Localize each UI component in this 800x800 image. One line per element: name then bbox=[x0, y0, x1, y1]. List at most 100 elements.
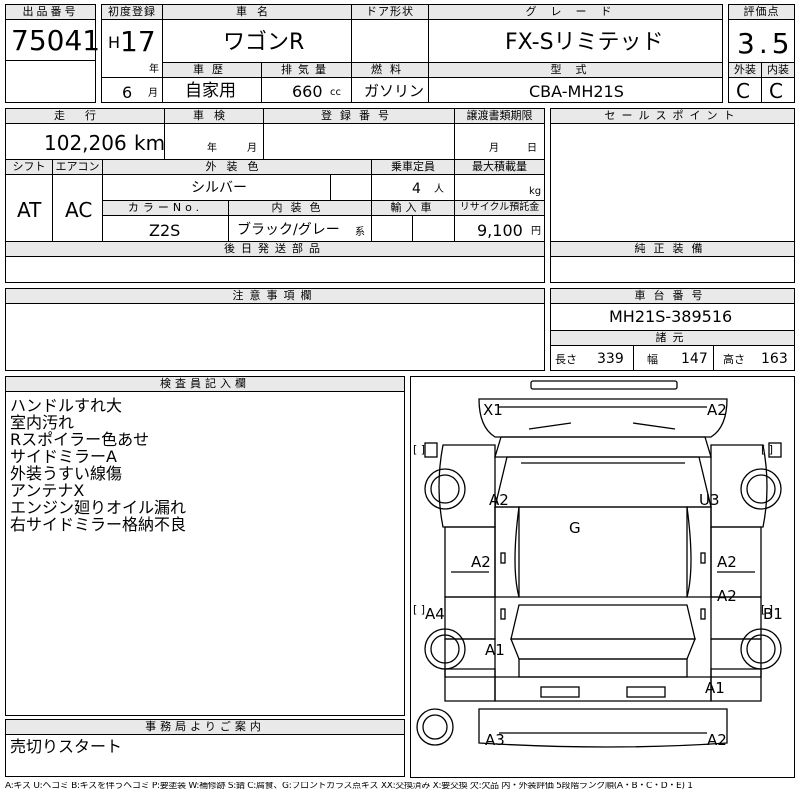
door-cell: ドア形状 bbox=[351, 4, 429, 63]
mark-right-quarter: B1 bbox=[763, 605, 783, 623]
load-unit: kg bbox=[529, 186, 542, 197]
interior-value: C bbox=[769, 79, 783, 103]
displacement-cell: 排気量 660 cc bbox=[261, 62, 352, 103]
capacity-label: 乗車定員 bbox=[372, 160, 454, 175]
width-label: 幅 bbox=[647, 353, 658, 366]
bracket-right: [ ] bbox=[761, 443, 773, 456]
first-reg-year: 17 bbox=[120, 25, 156, 58]
score-cell: 評価点 3.5 bbox=[728, 4, 795, 63]
length-label: 長さ bbox=[555, 353, 577, 366]
model-value: CBA-MH21S bbox=[529, 82, 624, 101]
ext-color-cell: 外装色 シルバー bbox=[102, 159, 372, 201]
mark-rear-right: A2 bbox=[707, 731, 727, 749]
specs-label: 諸元 bbox=[551, 331, 794, 346]
shift-label: シフト bbox=[6, 160, 52, 175]
lot-number-value: 75041 bbox=[11, 24, 101, 57]
int-color-suffix: 系 bbox=[355, 227, 365, 238]
int-color-label: 内装色 bbox=[229, 201, 371, 216]
exterior-cell: 外装 C bbox=[728, 62, 762, 103]
grade-cell: グレード FX-Sリミテッド bbox=[428, 4, 723, 63]
color-no-cell: カラーNo. Z2S bbox=[102, 200, 229, 242]
first-reg-era: H bbox=[108, 33, 121, 52]
ac-cell: エアコン AC bbox=[52, 159, 103, 242]
inspector-note: アンテナX bbox=[10, 481, 85, 500]
capacity-unit: 人 bbox=[434, 184, 444, 195]
mark-right-rear-door: A2 bbox=[717, 587, 737, 605]
shift-cell: シフト AT bbox=[5, 159, 53, 242]
model-cell: 型式 CBA-MH21S bbox=[428, 62, 723, 103]
mileage-unit: km bbox=[134, 131, 166, 155]
mark-left-front-door: A2 bbox=[471, 553, 491, 571]
notes-cell: 注意事項欄 bbox=[5, 288, 545, 371]
displacement-value: 660 bbox=[292, 82, 323, 101]
transfer-day-unit: 日 bbox=[527, 143, 537, 154]
mark-roof: G bbox=[569, 519, 581, 537]
capacity-value: 4 bbox=[412, 181, 421, 197]
history-label: 車歴 bbox=[163, 63, 261, 78]
mark-front-left: X1 bbox=[483, 401, 503, 419]
inspection-label: 車検 bbox=[165, 109, 263, 124]
history-value: 自家用 bbox=[185, 81, 236, 101]
first-reg-label: 初度登録 bbox=[102, 5, 162, 20]
mark-right-front-fender: U3 bbox=[699, 491, 720, 509]
width-value: 147 bbox=[681, 351, 708, 367]
load-label: 最大積載量 bbox=[455, 160, 544, 175]
recycle-value: 9,100 bbox=[477, 221, 523, 240]
inspector-note: 室内汚れ bbox=[10, 413, 75, 432]
car-name-cell: 車名 ワゴンR bbox=[162, 4, 352, 63]
genuine-equip-label: 純正装備 bbox=[551, 242, 794, 257]
genuine-equip-cell: 純正装備 bbox=[550, 241, 795, 283]
transfer-label: 譲渡書類期限 bbox=[455, 109, 544, 124]
inspection-year-unit: 年 bbox=[207, 143, 217, 154]
recycle-cell: リサイクル預託金 9,100 円 bbox=[454, 200, 545, 242]
mileage-value: 102,206 bbox=[44, 131, 127, 155]
door-label: ドア形状 bbox=[352, 5, 428, 20]
inspector-note: エンジン廻りオイル漏れ bbox=[10, 498, 187, 517]
fuel-value: ガソリン bbox=[364, 82, 425, 100]
mark-front-right: A2 bbox=[707, 401, 727, 419]
transfer-cell: 譲渡書類期限 月 日 bbox=[454, 108, 545, 160]
interior-cell: 内装 C bbox=[761, 62, 795, 103]
later-parts-cell: 後日発送部品 bbox=[5, 241, 545, 283]
model-label: 型式 bbox=[429, 63, 722, 78]
int-color-cell: 内装色 ブラック/グレー 系 bbox=[228, 200, 372, 242]
lot-number-cell: 出品番号 75041 bbox=[5, 4, 100, 61]
color-no-label: カラーNo. bbox=[103, 201, 228, 216]
car-diagram: X1 A2 A2 U3 G A2 A2 A2 A4 B1 A1 A1 A3 A2… bbox=[413, 380, 783, 749]
int-color-value: ブラック/グレー bbox=[237, 222, 340, 238]
inspection-month-unit: 月 bbox=[247, 143, 257, 154]
sales-points-label: セールスポイント bbox=[551, 109, 794, 124]
inspector-notes-cell: 検査員記入欄 ハンドルすれ大 室内汚れ Rスポイラー色あせ サイドミラーA 外装… bbox=[5, 376, 405, 716]
length-value: 339 bbox=[597, 351, 624, 367]
lot-number-lower bbox=[5, 60, 96, 103]
shift-value: AT bbox=[17, 198, 42, 222]
ext-color-label: 外装色 bbox=[103, 160, 371, 175]
first-reg-month: 6 bbox=[122, 83, 133, 102]
displacement-unit: cc bbox=[330, 87, 341, 98]
capacity-cell: 乗車定員 4 人 bbox=[371, 159, 455, 201]
bracket-right-rear: [ ] bbox=[761, 603, 773, 616]
interior-label: 内装 bbox=[762, 63, 794, 78]
import-cell: 輸入車 bbox=[371, 200, 455, 242]
chassis-label: 車台番号 bbox=[551, 289, 794, 304]
specs-cell: 諸元 長さ 339 幅 147 高さ 163 bbox=[550, 330, 795, 371]
office-notice-label: 事務局よりご案内 bbox=[6, 720, 404, 735]
mark-rear-left: A3 bbox=[485, 731, 505, 749]
car-diagram-cell: X1 A2 A2 U3 G A2 A2 A2 A4 B1 A1 A1 A3 A2… bbox=[410, 376, 795, 778]
transfer-month-unit: 月 bbox=[489, 143, 499, 154]
office-notice-cell: 事務局よりご案内 売切りスタート bbox=[5, 719, 405, 777]
load-cell: 最大積載量 kg bbox=[454, 159, 545, 201]
bracket-left: [ ] bbox=[413, 443, 425, 456]
car-name-value: ワゴンR bbox=[223, 30, 305, 55]
first-reg-month-unit: 月 bbox=[148, 88, 158, 99]
office-notice-text: 売切りスタート bbox=[10, 737, 123, 756]
import-label: 輸入車 bbox=[372, 201, 454, 216]
car-name-label: 車名 bbox=[163, 5, 351, 20]
recycle-label: リサイクル預託金 bbox=[455, 201, 544, 216]
mark-left-front-fender: A2 bbox=[489, 491, 509, 509]
recycle-unit: 円 bbox=[531, 226, 541, 237]
first-reg-year-unit: 年 bbox=[149, 64, 159, 75]
displacement-label: 排気量 bbox=[262, 63, 351, 78]
fuel-label: 燃料 bbox=[352, 63, 428, 78]
chassis-cell: 車台番号 MH21S-389516 bbox=[550, 288, 795, 331]
